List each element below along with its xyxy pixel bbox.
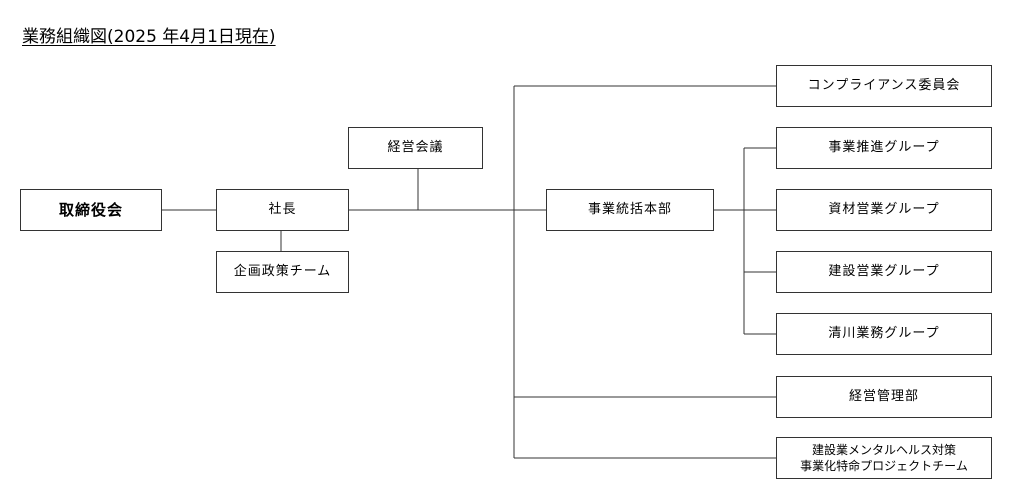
promotion-group-label: 事業推進グループ [828,140,940,156]
management-meeting-box: 経営会議 [348,127,483,169]
kiyokawa-group-label: 清川業務グループ [828,326,940,342]
management-dept-label: 経営管理部 [848,389,919,405]
management-dept-box: 経営管理部 [776,376,992,418]
board-label: 取締役会 [58,200,123,219]
promotion-group-box: 事業推進グループ [776,127,992,169]
planning-team-label: 企画政策チーム [233,264,332,280]
page-title: 業務組織図(2025 年4月1日現在) [22,27,276,47]
management-meeting-label: 経営会議 [387,140,444,156]
board-box: 取締役会 [20,189,162,231]
construction-sales-group-label: 建設営業グループ [828,264,940,280]
project-team-label-line2: 事業化特命プロジェクトチーム [800,459,968,473]
compliance-box: コンプライアンス委員会 [776,65,992,107]
president-label: 社長 [268,202,297,218]
business-hq-label: 事業統括本部 [587,202,672,218]
business-hq-box: 事業統括本部 [546,189,714,231]
planning-team-box: 企画政策チーム [216,251,349,293]
materials-sales-group-box: 資材営業グループ [776,189,992,231]
project-team-label-line1: 建設業メンタルヘルス対策 [811,442,956,457]
construction-sales-group-box: 建設営業グループ [776,251,992,293]
compliance-label: コンプライアンス委員会 [807,78,961,94]
materials-sales-group-label: 資材営業グループ [828,202,940,218]
president-box: 社長 [216,189,349,231]
kiyokawa-group-box: 清川業務グループ [776,313,992,355]
project-team-box: 建設業メンタルヘルス対策 事業化特命プロジェクトチーム [776,437,992,479]
